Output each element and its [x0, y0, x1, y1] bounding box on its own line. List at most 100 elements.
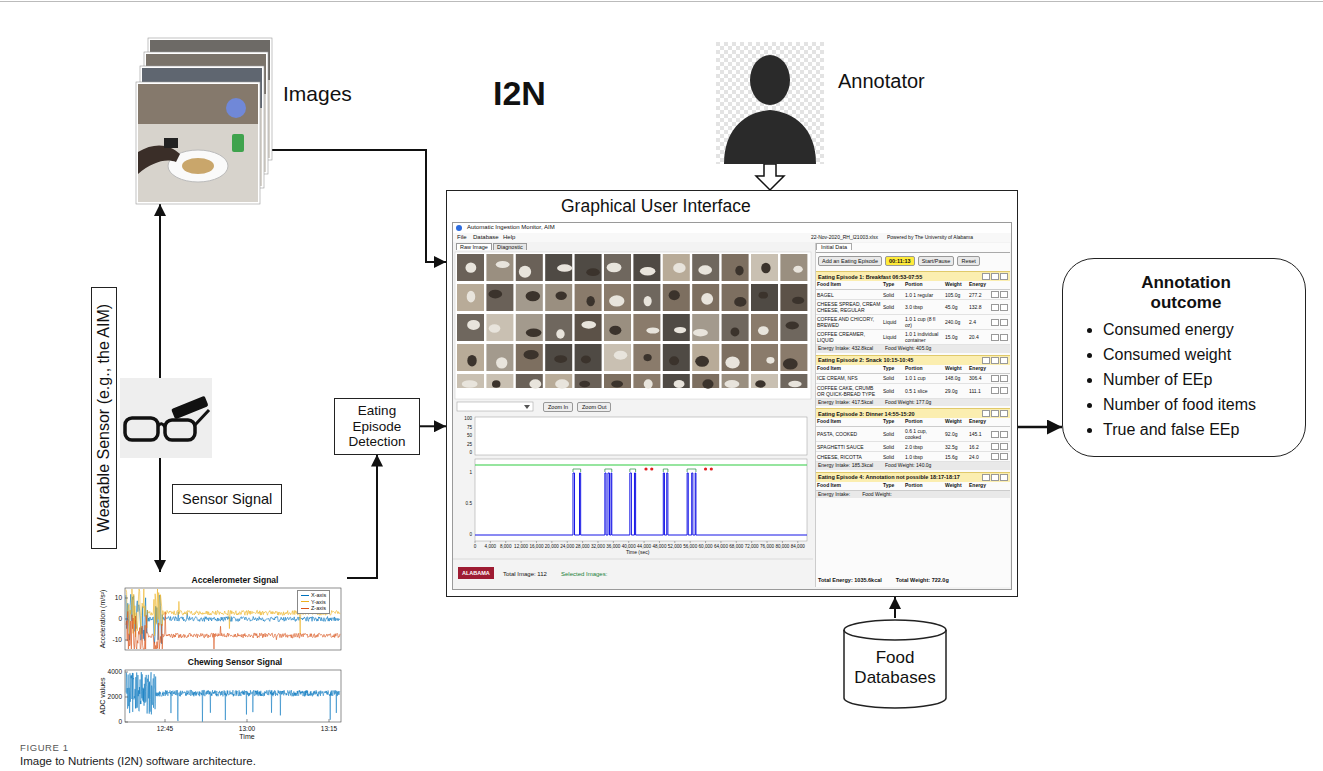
tick-label: 8,000 — [498, 544, 513, 549]
table-cell: 20.4 — [968, 334, 990, 340]
dropdown — [457, 402, 533, 411]
total-row: Total Energy: 1035.6kcalTotal Weight: 72… — [816, 573, 1010, 587]
table-cell: COFFEE AND CHICORY, BREWED — [816, 316, 882, 328]
tick-label: 48,000 — [652, 544, 667, 549]
table-cell: Energy — [968, 483, 990, 489]
tick-label: 64,000 — [713, 544, 728, 549]
footer-rule — [453, 559, 813, 560]
thumbnail — [780, 254, 807, 281]
table-cell: Liquid — [882, 334, 904, 340]
thumbnail-detail — [640, 267, 655, 275]
thumbnail — [457, 344, 484, 371]
tick-label: -10 — [101, 636, 122, 643]
table-row: CHEESE, RICOTTASolid1.0 tbsp15.6g24.0 — [816, 452, 1010, 462]
tick-label: 1 — [455, 470, 472, 475]
episode-panel: Initial DataAdd an Eating Episode00:11:1… — [815, 243, 1010, 587]
summary-text: Energy Intake: 432.8kcal — [818, 346, 873, 352]
thumbnail — [751, 344, 778, 371]
marker-dot — [644, 467, 647, 470]
small-button — [1000, 453, 1008, 460]
small-button — [1000, 319, 1008, 326]
detection-line — [475, 464, 807, 465]
small-button — [1000, 375, 1008, 382]
episode-band: Eating Episode 3: Dinner 14:55-15:20 — [816, 408, 1010, 418]
tick-mark — [674, 541, 675, 543]
tick-label: 76,000 — [760, 544, 775, 549]
thumbnail — [516, 284, 543, 311]
connector-arrow — [159, 458, 161, 572]
legend-text: Z-axis — [311, 605, 326, 612]
small-button — [991, 291, 999, 298]
accelerometer-trace — [126, 611, 340, 649]
thumbnail-detail — [644, 379, 653, 388]
table-cell: Energy — [968, 419, 990, 425]
thumbnail-detail — [555, 379, 569, 388]
tick-label: 16,000 — [529, 544, 544, 549]
small-button — [991, 334, 999, 341]
thumbnail-detail — [586, 296, 594, 306]
bullet-dot — [1087, 353, 1092, 358]
thumbnail — [545, 254, 572, 281]
outcome-item: Number of food items — [1081, 395, 1291, 415]
connector-arrow — [420, 425, 446, 427]
image-stack: Images — [136, 38, 272, 204]
thumbnail-detail — [758, 326, 769, 335]
thumbnail — [575, 374, 602, 388]
thumbnail — [692, 344, 719, 371]
flowers — [226, 98, 246, 118]
summary-text: Energy Intake: 417.5kcal — [818, 400, 873, 406]
table-cell: SPAGHETTI SAUCE — [816, 444, 882, 450]
axis-title: ADC values — [99, 678, 107, 715]
legend-line-sample — [301, 608, 309, 609]
tick-label: 24,000 — [560, 544, 575, 549]
episode-bracket — [573, 469, 581, 472]
thumbnail-detail — [724, 380, 739, 388]
thumbnail — [633, 374, 660, 388]
episode-heading: Eating Episode 2: Snack 10:15-10:45 — [818, 357, 981, 363]
table-cell: 1.0 1 regular — [904, 292, 944, 298]
thumbnail — [516, 374, 543, 388]
sensor-module — [171, 396, 208, 420]
table-cell: 148.0g — [944, 375, 968, 381]
table-cell: Food Item — [816, 282, 882, 288]
episode-summary: Energy Intake: 417.5kcalFood Weight: 177… — [816, 399, 1010, 407]
cylinder-body — [844, 620, 946, 708]
table-cell: 15.6g — [944, 454, 968, 460]
table-cell: 45.0g — [944, 304, 968, 310]
table-cell: 132.8 — [968, 304, 990, 310]
tick-label: 36,000 — [606, 544, 621, 549]
table-cell: Weight — [944, 483, 968, 489]
tick-label: 0 — [101, 615, 122, 622]
menu-item: Help — [503, 234, 515, 241]
table-cell: Solid — [882, 304, 904, 310]
thumbnail-detail — [609, 326, 621, 335]
file-name: 22-Nov-2020_RH_I21003.xlsx — [811, 235, 878, 241]
annotator-label: Annotator — [838, 70, 925, 93]
thumbnail-detail — [467, 355, 476, 367]
connector-arrow — [894, 597, 896, 618]
axis-title: Time (sec) — [626, 550, 649, 556]
wearable-sensor: Wearable Sensor (e.g., the AIM) — [120, 378, 212, 458]
thumbnail-detail — [793, 266, 802, 273]
thumbnail — [486, 374, 513, 388]
window-title: Automatic Ingestion Monitor, AIM — [467, 224, 555, 231]
table-header: Food ItemTypePortionWeightEnergy — [816, 365, 1010, 374]
table-header: Food ItemTypePortionWeightEnergy — [816, 482, 1010, 491]
small-button — [1000, 387, 1008, 394]
button: Start/Pause — [918, 256, 955, 266]
legend-text: Y-axis — [311, 599, 326, 606]
temple — [195, 410, 209, 425]
table-cell: 1.0 1 individual container — [904, 331, 944, 343]
tick-label: 32,000 — [590, 544, 605, 549]
table-cell: COFFEE CAKE, CRUMB OR QUICK-BREAD TYPE — [816, 385, 882, 397]
thumbnail — [545, 314, 572, 341]
summary-text: Energy Intake: — [818, 492, 850, 498]
thumbnail-detail — [792, 297, 804, 304]
tick-mark — [165, 719, 166, 722]
table-cell: PASTA, COOKED — [816, 431, 882, 437]
table-row: SPAGHETTI SAUCESolid2.0 tbsp32.5g16.2 — [816, 442, 1010, 452]
table-cell: Solid — [882, 454, 904, 460]
menu-item: Database — [473, 234, 499, 241]
summary-text: Food Weight: 140.0g — [885, 463, 931, 469]
